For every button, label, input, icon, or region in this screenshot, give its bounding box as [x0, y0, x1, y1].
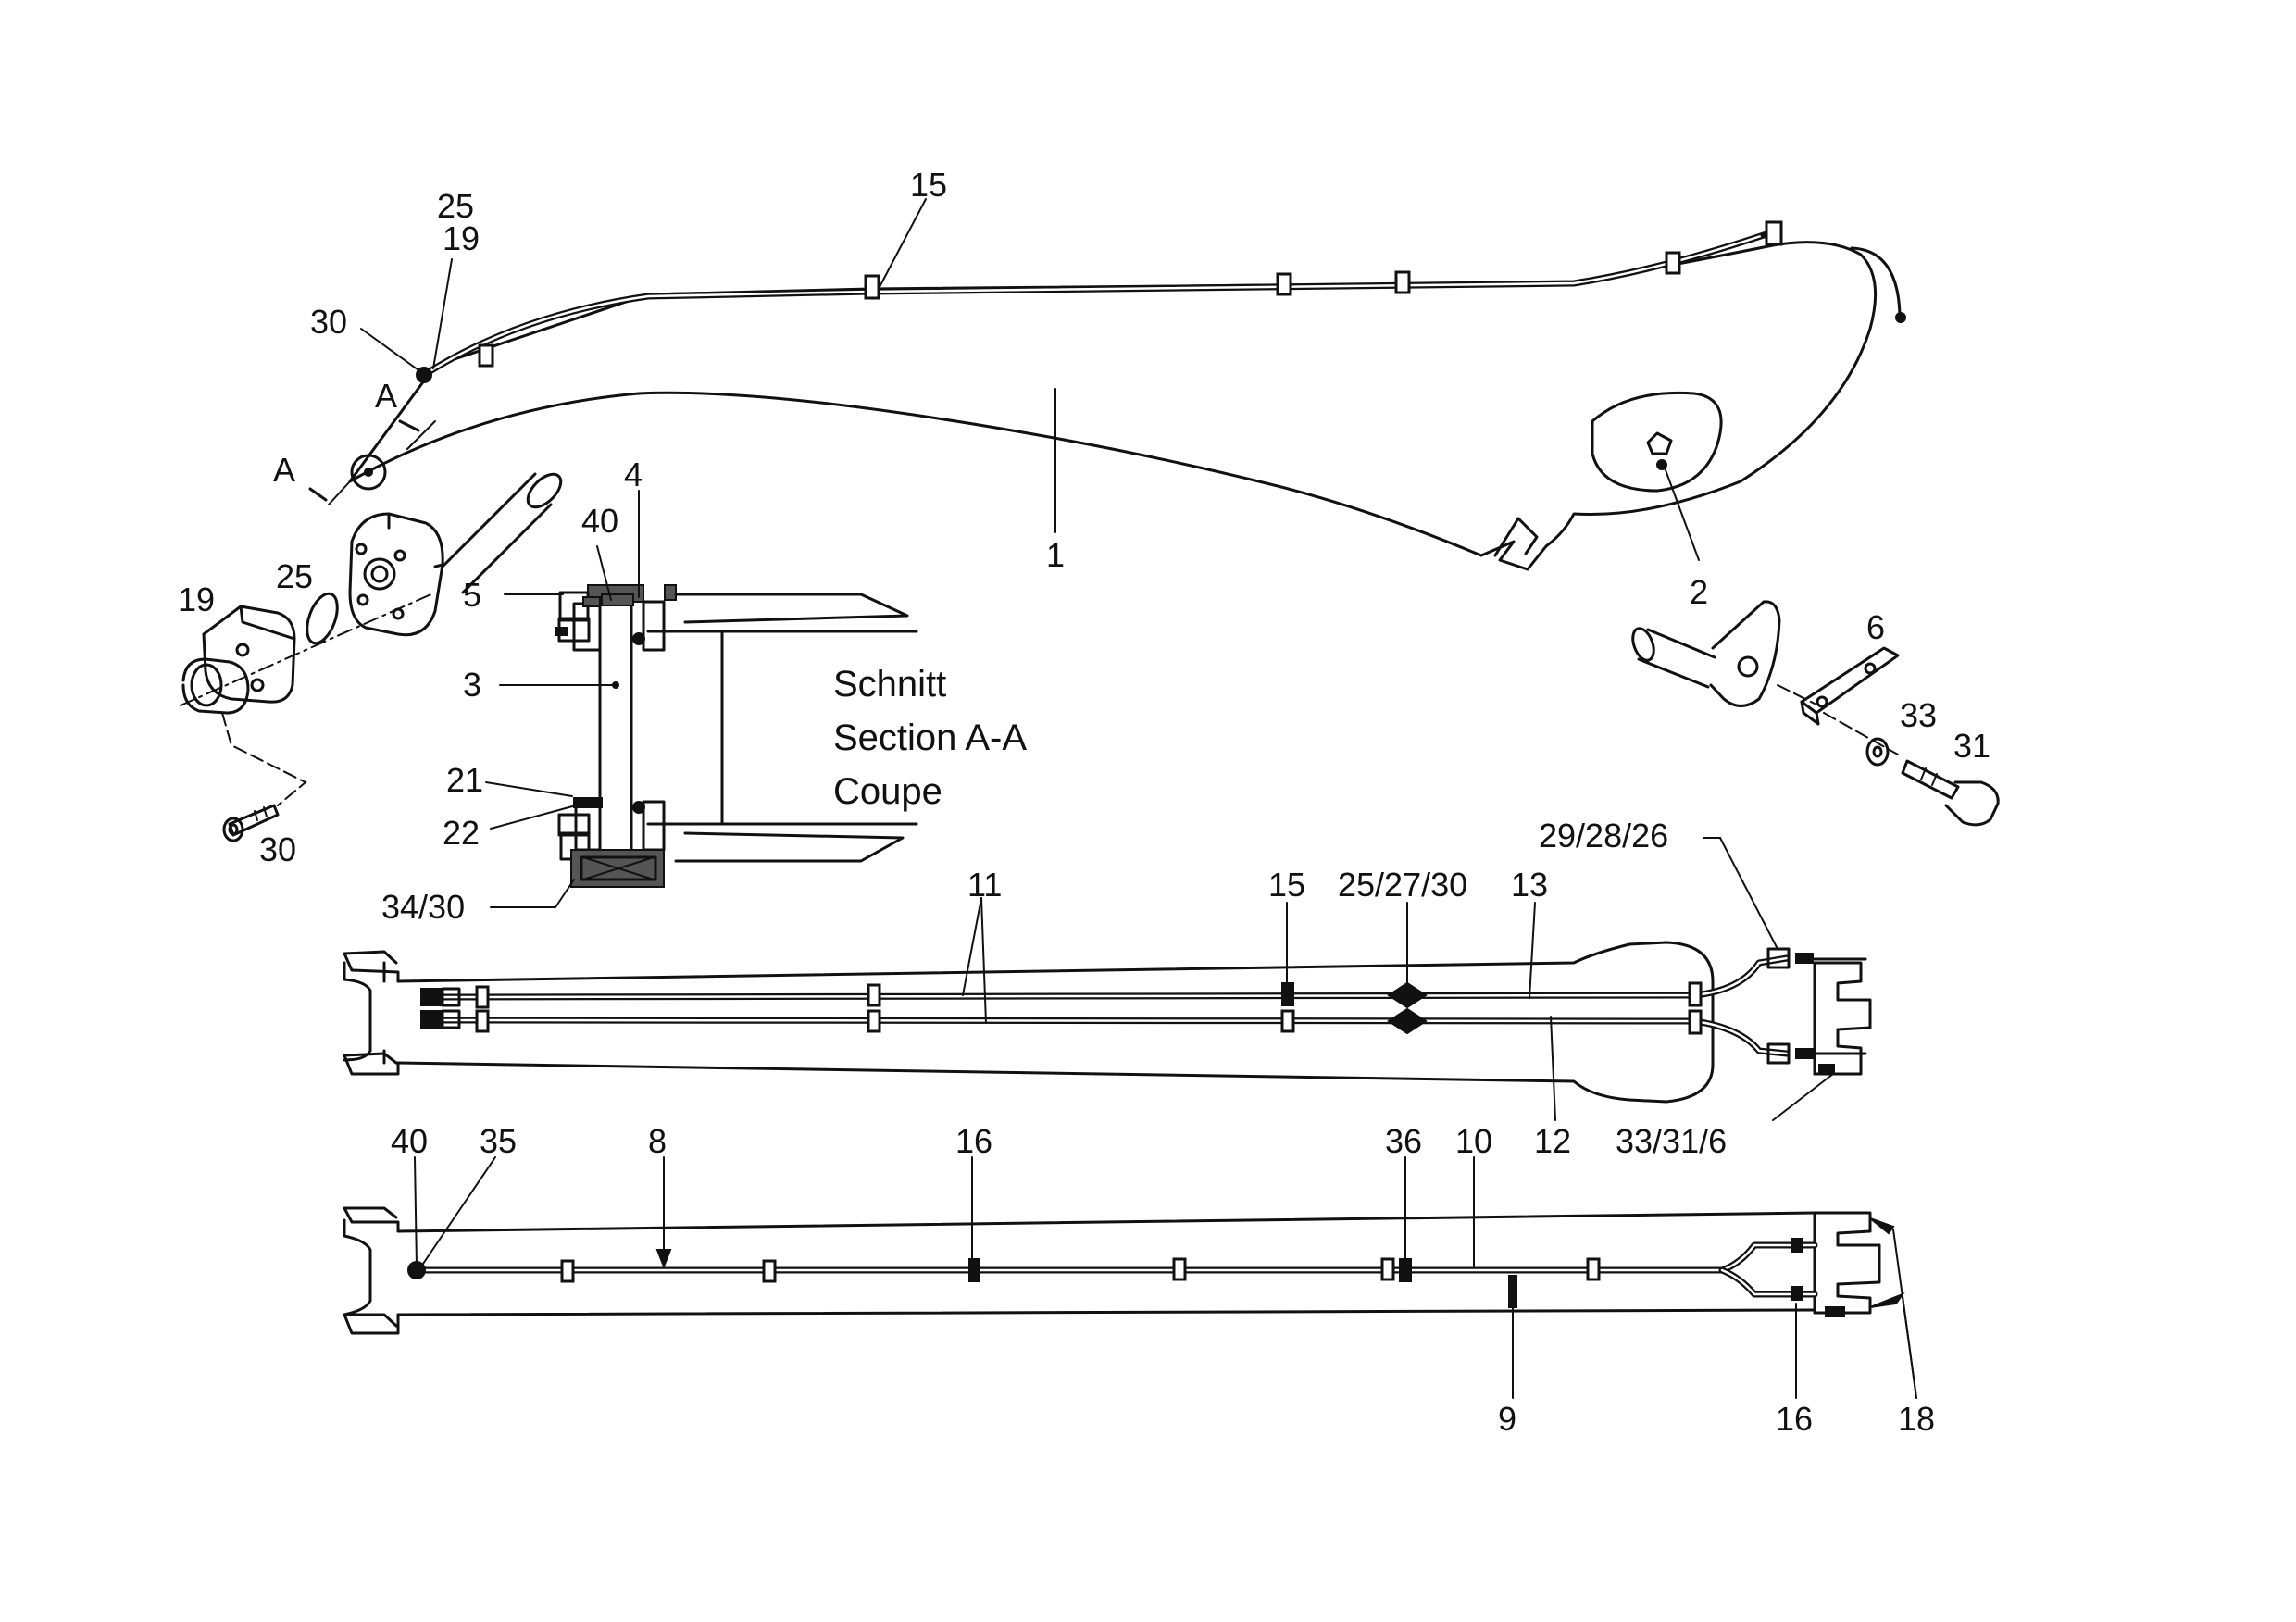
part-label-16-right: 16	[1776, 1400, 1813, 1438]
boom-plan-view-single-hose	[343, 1156, 1917, 1399]
part-label-25-27-30: 25/27/30	[1338, 866, 1467, 904]
part-label-40-section: 40	[581, 502, 618, 540]
boom-plan-view-hoses	[343, 837, 1872, 1121]
part-label-25-left: 25	[276, 557, 313, 595]
part-label-30-bolt: 30	[259, 830, 296, 868]
part-label-3: 3	[463, 666, 481, 704]
part-label-36: 36	[1385, 1122, 1422, 1160]
section-title-french: Coupe	[833, 771, 942, 812]
part-label-34-30: 34/30	[381, 888, 465, 926]
part-label-1: 1	[1046, 536, 1065, 574]
part-label-8: 8	[648, 1122, 667, 1160]
part-label-15-top: 15	[910, 166, 947, 204]
part-label-22: 22	[443, 814, 480, 852]
part-label-31: 31	[1953, 727, 1990, 765]
part-label-33-31-6: 33/31/6	[1616, 1122, 1727, 1160]
part-label-11: 11	[967, 866, 1002, 904]
part-label-35: 35	[480, 1122, 517, 1160]
part-label-9: 9	[1498, 1400, 1516, 1438]
part-label-29-28-26: 29/28/26	[1539, 817, 1668, 855]
part-label-21: 21	[446, 761, 483, 799]
part-label-18: 18	[1898, 1400, 1935, 1438]
part-label-16-mid: 16	[955, 1122, 992, 1160]
part-label-6: 6	[1866, 608, 1885, 646]
pin-block-exploded-view	[180, 472, 563, 842]
part-label-40-lower: 40	[391, 1122, 428, 1160]
part-label-12: 12	[1534, 1122, 1571, 1160]
part-label-33: 33	[1900, 696, 1937, 734]
part-label-25-top: 25	[437, 187, 474, 225]
part-label-13: 13	[1511, 866, 1548, 904]
boom-arm-side-view	[308, 198, 1906, 571]
section-title-english: Section A-A	[833, 717, 1027, 758]
part-label-2-boom: 2	[1690, 573, 1708, 611]
section-mark-lower: A	[273, 451, 295, 489]
part-label-4: 4	[624, 455, 643, 493]
section-title-german: Schnitt	[833, 664, 946, 705]
part-label-30-top: 30	[310, 303, 347, 341]
part-label-19-top: 19	[443, 219, 480, 257]
part-label-5: 5	[463, 576, 481, 614]
part-label-10: 10	[1455, 1122, 1492, 1160]
pin-2-exploded-view	[1631, 600, 2000, 827]
section-a-a-view	[485, 490, 918, 908]
part-label-15-mid: 15	[1268, 866, 1305, 904]
part-label-19-left: 19	[178, 580, 215, 618]
section-mark-upper: A	[375, 377, 397, 415]
